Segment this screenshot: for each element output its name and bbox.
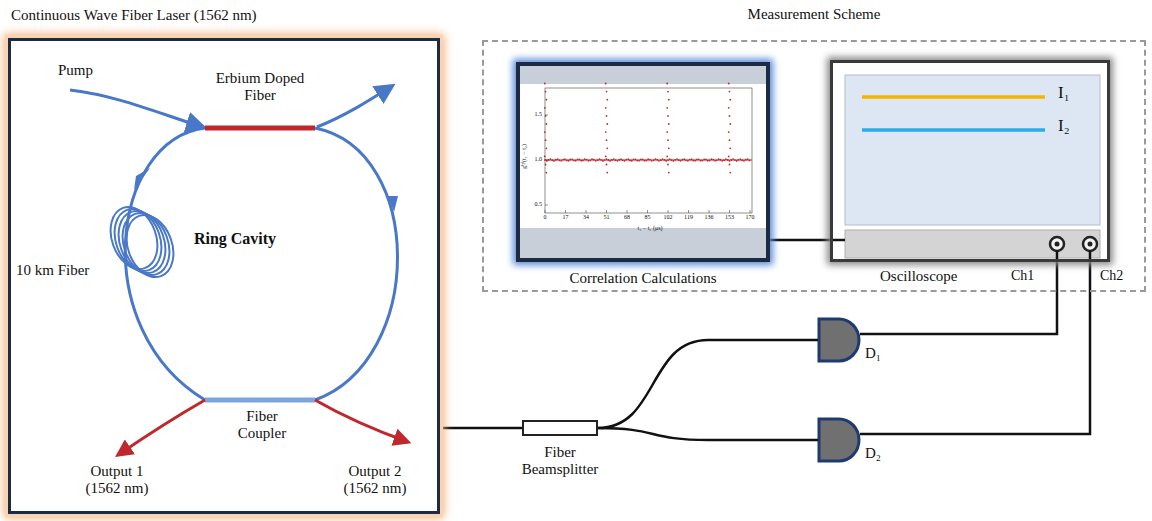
detector: D₁: [818, 318, 860, 362]
output-arrow: [118, 400, 205, 455]
node-text: I₂: [1058, 116, 1070, 136]
ring-cavity: [70, 86, 398, 400]
erbium-fiber: [205, 126, 315, 131]
axis-label: 85: [638, 214, 658, 221]
node-text: D₂: [865, 445, 881, 462]
axis-label: t₁ − t₂ (μs): [610, 225, 690, 232]
direction-arrow: [134, 168, 150, 190]
oscilloscope-screen: [830, 75, 1100, 262]
axis-label: 153: [720, 214, 740, 221]
output-arrow: [315, 400, 408, 442]
axis-label: 119: [679, 214, 699, 221]
fiber-cable: [598, 340, 818, 428]
node-text: Oscilloscope: [880, 268, 957, 285]
axis-label: 34: [576, 214, 596, 221]
node-text: D₁: [865, 345, 881, 362]
fiber-coil: [102, 200, 181, 283]
detector: D₂: [818, 418, 860, 462]
node-text: Correlation Calculations: [500, 270, 786, 287]
part-label: Output 1 (1562 nm): [72, 463, 162, 498]
axis-label: 0.5: [527, 201, 542, 208]
part-label: Pump: [58, 62, 93, 79]
part-label: Erbium Doped Fiber: [205, 70, 315, 105]
part-label: 10 km Fiber: [16, 262, 89, 279]
node-text: Continuous Wave Fiber Laser (1562 nm): [11, 7, 257, 24]
node-text: Ch1: [1011, 268, 1034, 284]
direction-arrow: [388, 196, 398, 212]
node-text: Fiber Beamsplitter: [510, 444, 610, 479]
fiber-coupler: [205, 398, 315, 403]
axis-label: 170: [740, 214, 760, 221]
part-label: Ring Cavity: [175, 230, 295, 248]
axis-label: 102: [658, 214, 678, 221]
oscilloscope: OscilloscopeI₁I₂Ch1Ch2: [830, 60, 1110, 262]
node-text: I₁: [1058, 83, 1070, 103]
detector-symbol: [819, 319, 859, 361]
fiber-beamsplitter: Fiber Beamsplitter: [522, 420, 598, 436]
axis-label: 68: [617, 214, 637, 221]
fiber-cable: [860, 262, 1057, 334]
measurement-region: Measurement SchemeCorrelation Calculatio…: [482, 40, 1146, 292]
part-label: Output 2 (1562 nm): [330, 463, 420, 498]
fiber-cable: [860, 262, 1090, 434]
axis-label: 17: [556, 214, 576, 221]
fiber-cable: [770, 239, 830, 242]
part-label: Fiber Coupler: [222, 408, 302, 443]
axis-label: 0: [535, 214, 555, 221]
node-text: Measurement Scheme: [484, 6, 1144, 23]
node-text: Ch2: [1100, 268, 1123, 284]
fiber-cable: [440, 427, 522, 430]
detector-symbol: [819, 419, 859, 461]
axis-label: 51: [597, 214, 617, 221]
fiber-cable: [598, 428, 818, 440]
axis-label: 136: [699, 214, 719, 221]
axis-label: 1.5: [527, 111, 542, 118]
axis-label: 1.0: [527, 156, 542, 163]
axis-label: g⁽²⁾(t₁ − t₂): [521, 126, 528, 186]
correlation-plot: [520, 66, 766, 258]
correlation-screen: Correlation Calculations: [516, 62, 770, 262]
